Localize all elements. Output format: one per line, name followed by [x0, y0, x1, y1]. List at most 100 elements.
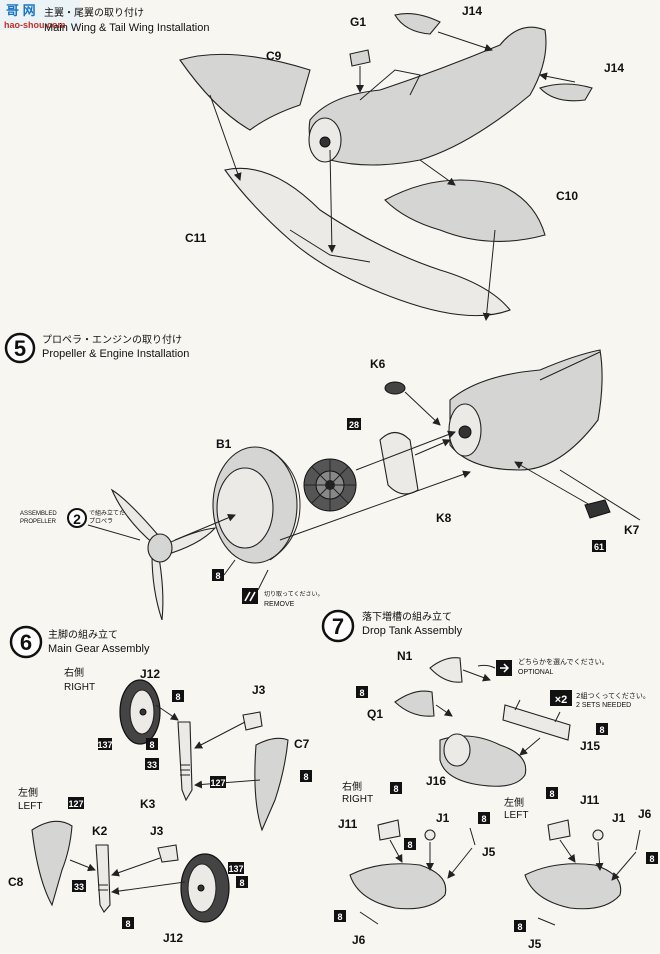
- step7-illustration: [334, 657, 658, 932]
- part-j16-label: J16: [426, 774, 446, 788]
- paint-8-label-j5b: 8: [517, 922, 522, 932]
- paint-8-marker-left: [546, 787, 558, 799]
- step7-callouts: N1 Q1 J15 J16 どちらかを選んでください。 OPTIONAL ×2 …: [337, 649, 654, 951]
- paint-8-marker-j5b: [514, 920, 526, 932]
- part-q1-label: Q1: [367, 707, 383, 721]
- remove-icon: [242, 588, 258, 604]
- paint-8-marker-j15: [596, 723, 608, 735]
- assembled-propeller-ref: 2: [73, 511, 81, 527]
- paint-28-label: 28: [349, 420, 359, 430]
- x2-label: ×2: [555, 694, 568, 706]
- paint-8-marker-q1: [356, 686, 368, 698]
- paint-61-marker: [592, 540, 606, 552]
- paint-33-label-k2: 33: [74, 882, 84, 892]
- part-b1-label: B1: [216, 437, 232, 451]
- step6-illustration: [31, 679, 312, 929]
- paint-8-label-right: 8: [393, 784, 398, 794]
- paint-8-label-j15: 8: [599, 725, 604, 735]
- paint-8-label-j6a: 8: [337, 912, 342, 922]
- paint-8-marker-c7: [300, 770, 312, 782]
- part-j5-right-label: J5: [482, 845, 496, 859]
- radial-engine: [303, 458, 357, 512]
- right-side-jp-6: 右側: [64, 666, 84, 679]
- step7-header: 7 落下増槽の組み立て Drop Tank Assembly: [321, 609, 463, 643]
- part-j5-left-label: J5: [528, 937, 542, 951]
- step5-title-en: Propeller & Engine Installation: [42, 348, 189, 360]
- paint-8-label-b1: 8: [215, 571, 220, 581]
- paint-33-marker-k2: [72, 880, 86, 892]
- paint-33-label-k3: 33: [147, 760, 157, 770]
- paint-127-label-c7: 127: [210, 778, 225, 788]
- right-side-en-6: RIGHT: [64, 682, 95, 693]
- part-j3-right-label: J3: [252, 683, 266, 697]
- right-side-en-7: RIGHT: [342, 794, 373, 805]
- paint-8-label-j12r: 8: [175, 692, 180, 702]
- paint-137-marker-j12l: [228, 862, 244, 874]
- paint-8-label-c7: 8: [303, 772, 308, 782]
- step7-number: 7: [332, 614, 344, 639]
- paint-8-label-j1a: 8: [407, 840, 412, 850]
- part-j15-label: J15: [580, 739, 600, 753]
- part-j1-right-label: J1: [436, 811, 450, 825]
- step4-header: 主翼・尾翼の取り付け Main Wing & Tail Wing Install…: [44, 6, 209, 34]
- paint-137-label-j12r: 137: [97, 740, 112, 750]
- paint-28-marker: [347, 418, 361, 430]
- step6-number: 6: [20, 630, 32, 655]
- part-k7-label: K7: [624, 523, 640, 537]
- paint-8-label-k2: 8: [125, 919, 130, 929]
- paint-8-marker-j6b: [646, 852, 658, 864]
- step5-header: 5 プロペラ・エンジンの取り付け Propeller & Engine Inst…: [4, 332, 189, 364]
- part-j11-right-label: J11: [338, 817, 358, 831]
- part-k8-label: K8: [436, 511, 452, 525]
- left-side-en-7: LEFT: [504, 810, 528, 821]
- paint-137-marker-j12r: [98, 738, 112, 750]
- optional-jp: どちらかを選んでください。: [518, 657, 609, 666]
- sets-en: 2 SETS NEEDED: [576, 702, 631, 709]
- paint-8-marker-j12r: [172, 690, 184, 702]
- paint-8-label-j5a: 8: [481, 814, 486, 824]
- part-c11-label: C11: [185, 231, 207, 245]
- paint-8-marker-j6a: [334, 910, 346, 922]
- paint-8-label-j6b: 8: [649, 854, 654, 864]
- paint-127-label-c8: 127: [68, 799, 83, 809]
- part-j14-top-label: J14: [462, 4, 482, 18]
- paint-127-marker-c8: [68, 797, 84, 809]
- part-c9-label: C9: [266, 49, 282, 63]
- optional-icon: [496, 660, 512, 676]
- step4-title-jp: 主翼・尾翼の取り付け: [44, 6, 144, 19]
- paint-137-label-j12l: 137: [228, 864, 243, 874]
- paint-8-marker-j12l: [236, 876, 248, 888]
- paint-8-marker-j1a: [404, 838, 416, 850]
- left-side-en-6: LEFT: [18, 801, 42, 812]
- assembled-jp: で組み立てたプロペラ: [89, 509, 125, 525]
- paint-8-label-k3a: 8: [149, 740, 154, 750]
- part-c7-label: C7: [294, 737, 310, 751]
- paint-61-label: 61: [594, 542, 604, 552]
- step6-header: 6 主脚の組み立て Main Gear Assembly: [9, 625, 150, 659]
- paint-8-label-j12l: 8: [239, 878, 244, 888]
- step5-illustration: 2: [67, 349, 641, 621]
- paint-33-marker-k3: [145, 758, 159, 770]
- part-j3-left-label: J3: [150, 824, 164, 838]
- x2-badge: [550, 690, 572, 706]
- watermark-line2: hao-shou.com: [4, 20, 66, 30]
- paint-8-marker-right: [390, 782, 402, 794]
- step6-title-en: Main Gear Assembly: [48, 643, 150, 655]
- part-j12-right-label: J12: [140, 667, 160, 681]
- step4-illustration: [179, 13, 593, 321]
- part-c8-label: C8: [8, 875, 24, 889]
- paint-8-marker-j5a: [478, 812, 490, 824]
- paint-8-marker-k3a: [146, 738, 158, 750]
- step7-title-jp: 落下増槽の組み立て: [362, 610, 452, 623]
- part-k6-label: K6: [370, 357, 386, 371]
- sets-jp: 2組つくってください。: [576, 691, 650, 700]
- part-j14-right-label: J14: [604, 61, 624, 75]
- paint-8-marker-k2: [122, 917, 134, 929]
- paint-8-label-left: 8: [549, 789, 554, 799]
- part-g1-label: G1: [350, 15, 366, 29]
- paint-8-label-q1: 8: [359, 688, 364, 698]
